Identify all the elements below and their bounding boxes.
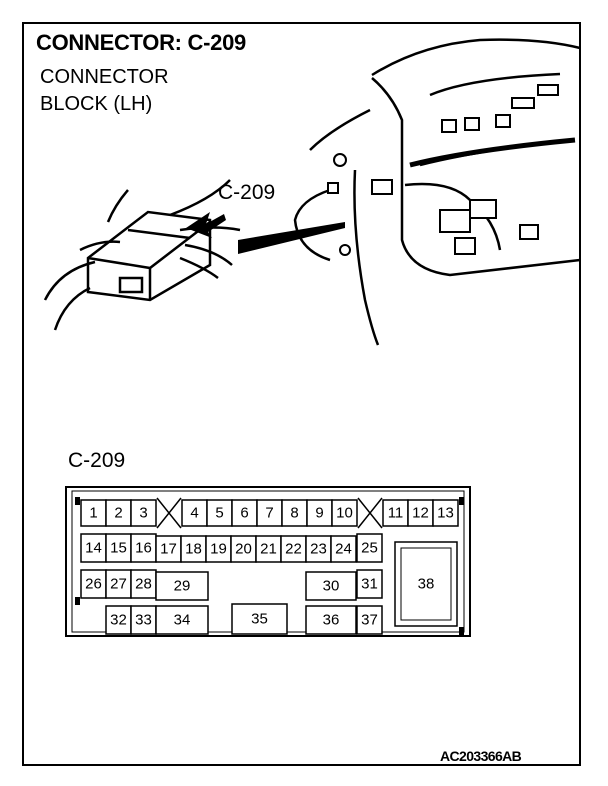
figure-code: AC203366AB	[440, 748, 522, 764]
pin-number-21: 21	[260, 541, 277, 558]
pin-cell	[394, 541, 458, 627]
pin-cell	[305, 571, 357, 601]
pin-cell	[356, 569, 383, 599]
pin-number-33: 33	[135, 612, 152, 629]
pin-cell	[356, 533, 383, 563]
pin-number-5: 5	[215, 505, 223, 522]
pin-cell	[432, 499, 459, 527]
pin-number-22: 22	[285, 541, 302, 558]
pin-cell	[80, 533, 107, 563]
pin-number-20: 20	[235, 541, 252, 558]
pin-number-29: 29	[174, 578, 191, 595]
pin-cell	[407, 499, 434, 527]
diagram-frame	[22, 22, 581, 766]
pin-cell	[105, 533, 132, 563]
pin-cell	[305, 605, 357, 635]
pin-number-13: 13	[437, 505, 454, 522]
pin-cell	[130, 569, 157, 599]
location-label-line1: CONNECTOR	[40, 66, 169, 88]
pin-number-2: 2	[114, 505, 122, 522]
pin-number-35: 35	[251, 611, 268, 628]
pin-number-37: 37	[361, 612, 378, 629]
pin-cell	[181, 499, 208, 527]
callout-arrow	[186, 212, 226, 238]
pin-number-30: 30	[323, 578, 340, 595]
pin-number-11: 11	[388, 505, 404, 522]
pin-number-32: 32	[110, 612, 127, 629]
pin-cell	[230, 535, 257, 563]
pin-number-25: 25	[361, 540, 378, 557]
pin-cell	[330, 535, 357, 563]
pin-number-31: 31	[361, 576, 378, 593]
pin-cell	[231, 603, 288, 635]
pin-number-19: 19	[210, 541, 227, 558]
pin-number-1: 1	[89, 505, 97, 522]
pin-cell	[105, 569, 132, 599]
pin-number-26: 26	[85, 576, 102, 593]
pin-cell	[331, 499, 358, 527]
grommet	[339, 244, 351, 256]
pin-number-28: 28	[135, 576, 152, 593]
pin-cell	[231, 499, 258, 527]
pin-number-15: 15	[110, 540, 127, 557]
pin-number-8: 8	[290, 505, 298, 522]
pin-cell	[105, 499, 132, 527]
grommet	[333, 153, 347, 167]
pin-cell	[382, 499, 409, 527]
harness-connectors	[327, 84, 559, 255]
wire-harness	[409, 137, 576, 168]
pin-number-27: 27	[110, 576, 127, 593]
pinout-title: C-209	[68, 449, 126, 472]
pin-number-18: 18	[185, 541, 202, 558]
callout-label: C-209	[218, 181, 276, 204]
location-label-line2: BLOCK (LH)	[40, 93, 153, 115]
pin-38-cavity	[400, 547, 452, 621]
pin-cell	[155, 571, 209, 601]
pin-number-10: 10	[336, 505, 353, 522]
pin-number-6: 6	[240, 505, 248, 522]
pin-number-4: 4	[190, 505, 198, 522]
pin-number-36: 36	[323, 612, 340, 629]
pin-cell	[130, 499, 157, 527]
pin-cell	[155, 605, 209, 635]
connector-title: CONNECTOR: C-209	[36, 30, 246, 55]
pin-number-9: 9	[315, 505, 323, 522]
pin-number-14: 14	[85, 540, 102, 557]
pin-number-12: 12	[412, 505, 429, 522]
blocked-position-x	[357, 497, 383, 529]
pin-number-7: 7	[265, 505, 273, 522]
pin-number-16: 16	[135, 540, 152, 557]
connector-block-enlarged	[86, 210, 212, 302]
pin-number-23: 23	[310, 541, 327, 558]
blocked-position-x	[156, 497, 182, 529]
pin-number-3: 3	[139, 505, 147, 522]
pin-cell	[80, 569, 107, 599]
pin-number-34: 34	[174, 612, 191, 629]
enlargement-pointer	[238, 222, 345, 254]
pin-cell	[105, 605, 132, 635]
pin-number-17: 17	[160, 541, 177, 558]
pin-number-24: 24	[335, 541, 352, 558]
pin-number-38: 38	[418, 576, 435, 593]
pin-cell	[356, 605, 383, 635]
